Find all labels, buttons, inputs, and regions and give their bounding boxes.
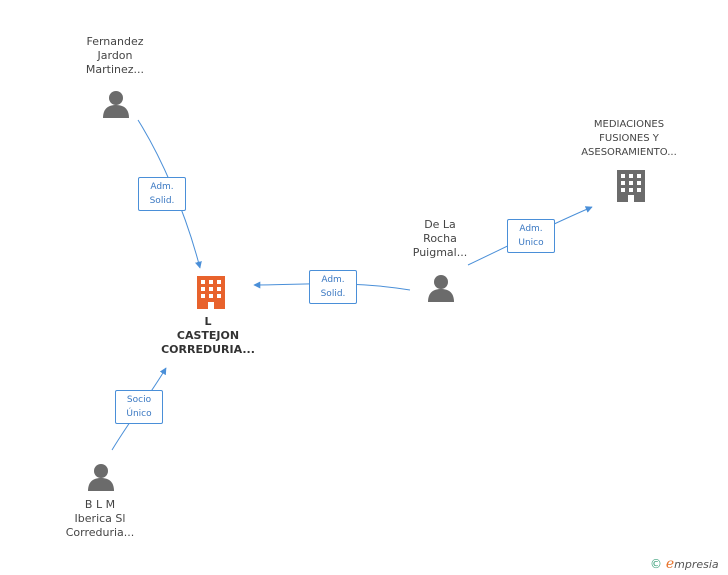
edge-label-blm-castejon: Socio Único xyxy=(115,390,163,424)
node-label-mediaciones[interactable]: MEDIACIONES FUSIONES Y ASESORAMIENTO... xyxy=(581,119,677,158)
node-label-blm[interactable]: B L M Iberica Sl Correduria... xyxy=(65,498,135,539)
brand-initial: e xyxy=(665,556,675,572)
node-label-delarocha[interactable]: De La Rocha Puigmal... xyxy=(412,218,468,259)
person-icon[interactable] xyxy=(103,91,129,118)
brand-name: mpresia xyxy=(674,558,719,571)
edge-label-delarocha-castejon: Adm. Solid. xyxy=(309,270,357,304)
building-icon-focus[interactable] xyxy=(197,276,225,309)
node-label-fernandez[interactable]: Fernandez Jardon Martinez... xyxy=(85,35,145,76)
person-icon[interactable] xyxy=(428,275,454,302)
edge-label-delarocha-mediaciones: Adm. Unico xyxy=(507,219,555,253)
footer-brand: © empresia xyxy=(650,556,719,572)
node-label-castejon[interactable]: L CASTEJON CORREDURIA... xyxy=(161,315,255,356)
edge-label-fernandez-castejon: Adm. Solid. xyxy=(138,177,186,211)
person-icon[interactable] xyxy=(88,464,114,491)
copyright-symbol: © xyxy=(650,557,662,571)
building-icon[interactable] xyxy=(617,170,645,202)
